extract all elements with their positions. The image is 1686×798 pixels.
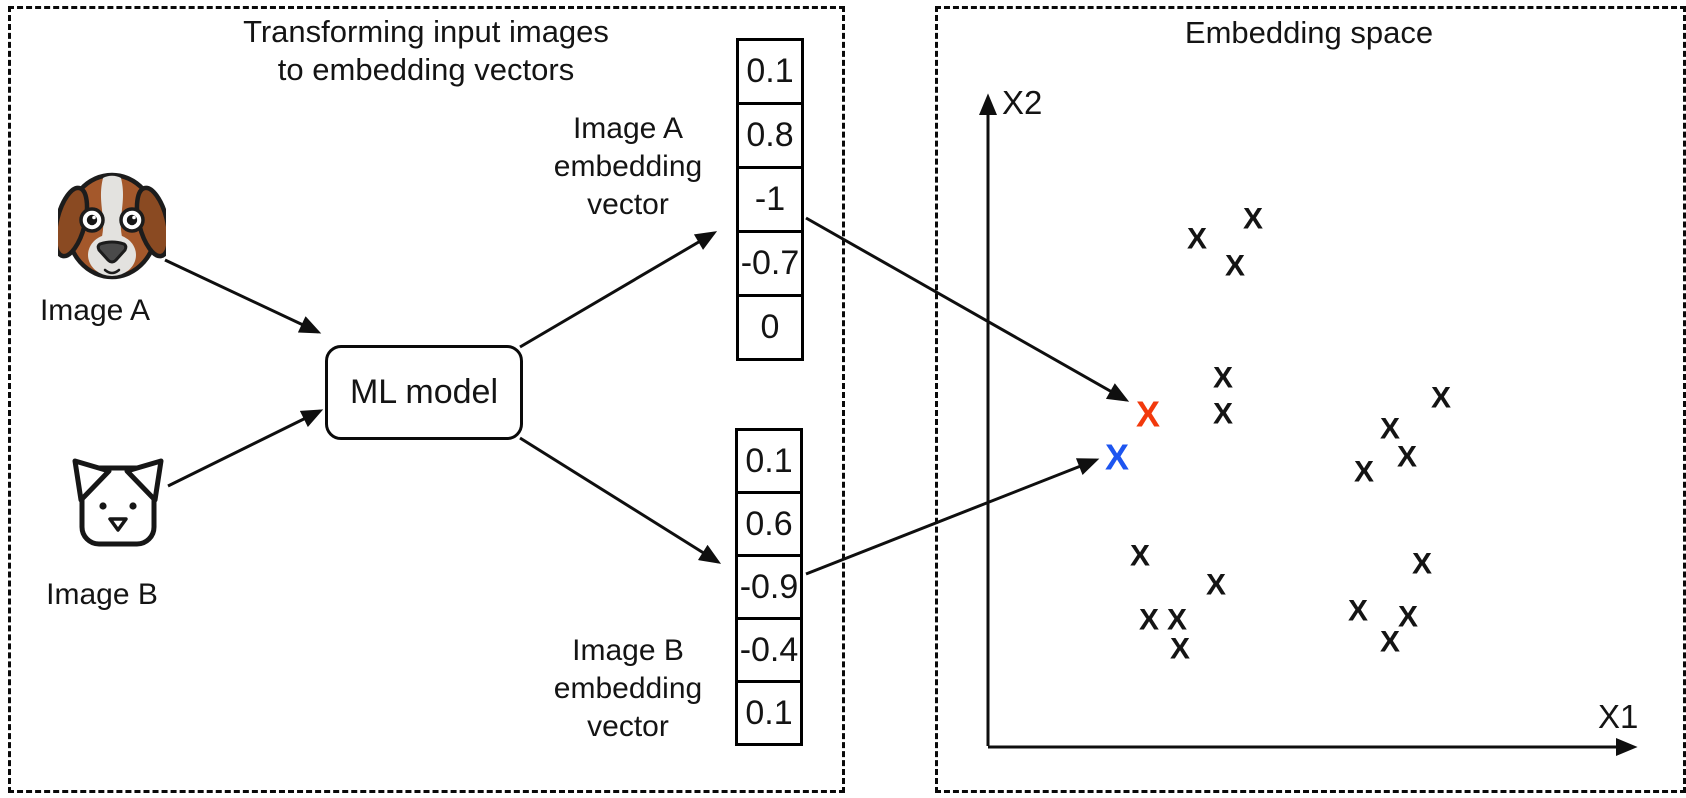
vector-a-label: Image A embedding vector [554, 110, 702, 224]
embedding-point: X [1353, 455, 1375, 489]
embedding-point: X [1186, 222, 1208, 256]
left-panel-title: Transforming input images to embedding v… [243, 13, 609, 89]
image-a-dog-icon [58, 172, 166, 280]
right-panel-title: Embedding space [1184, 15, 1434, 50]
embedding-point-image-b: X [1104, 436, 1130, 478]
x2-axis-label: X2 [1002, 84, 1043, 121]
left-panel-title-line1: Transforming input images [243, 14, 609, 49]
embedding-point: X [1430, 381, 1452, 415]
x1-axis-label: X1 [1598, 698, 1639, 735]
ml-model-box: ML model [325, 345, 523, 440]
vector-a-label-line3: vector [587, 188, 669, 221]
vector-a-cell: 0 [736, 294, 804, 361]
embedding-point: X [1379, 412, 1401, 446]
embedding-point: X [1205, 568, 1227, 602]
embedding-point: X [1396, 440, 1418, 474]
vector-a-cell: 0.1 [736, 38, 804, 105]
image-b-label: Image B [46, 578, 158, 611]
vector-b-cell: 0.1 [735, 428, 803, 494]
vector-b-cell: 0.1 [735, 680, 803, 746]
left-panel-title-line2: to embedding vectors [277, 52, 575, 87]
vector-b-cell: -0.4 [735, 617, 803, 683]
vector-b-label-line2: embedding [553, 672, 703, 705]
embedding-point: X [1347, 594, 1369, 628]
vector-b-label-line1: Image B [572, 634, 684, 667]
vector-a-cell: -0.7 [736, 230, 804, 297]
vector-b-label: Image B embedding vector [554, 632, 702, 746]
embedding-point: X [1169, 632, 1191, 666]
embedding-point: X [1166, 603, 1188, 637]
image-a-label: Image A [39, 294, 151, 327]
vector-b-label-line3: vector [587, 710, 669, 743]
vector-b-cell: -0.9 [735, 554, 803, 620]
embedding-point: X [1212, 361, 1234, 395]
ml-model-label: ML model [349, 373, 499, 411]
vector-a-cell: 0.8 [736, 102, 804, 169]
vector-a-cell: -1 [736, 166, 804, 233]
embedding-point: X [1212, 397, 1234, 431]
embedding-point: X [1411, 547, 1433, 581]
embedding-point: X [1224, 249, 1246, 283]
embedding-point-image-a: X [1135, 393, 1161, 435]
right-panel-dashed-box [935, 6, 1686, 793]
embedding-point: X [1397, 600, 1419, 634]
embedding-point: X [1129, 539, 1151, 573]
vector-a-label-line2: embedding [553, 150, 703, 183]
image-b-dog-icon [72, 458, 164, 547]
embedding-point: X [1242, 202, 1264, 236]
vector-b-cell: 0.6 [735, 491, 803, 557]
embedding-point: X [1379, 625, 1401, 659]
embedding-point: X [1138, 603, 1160, 637]
vector-a-label-line1: Image A [572, 112, 684, 145]
